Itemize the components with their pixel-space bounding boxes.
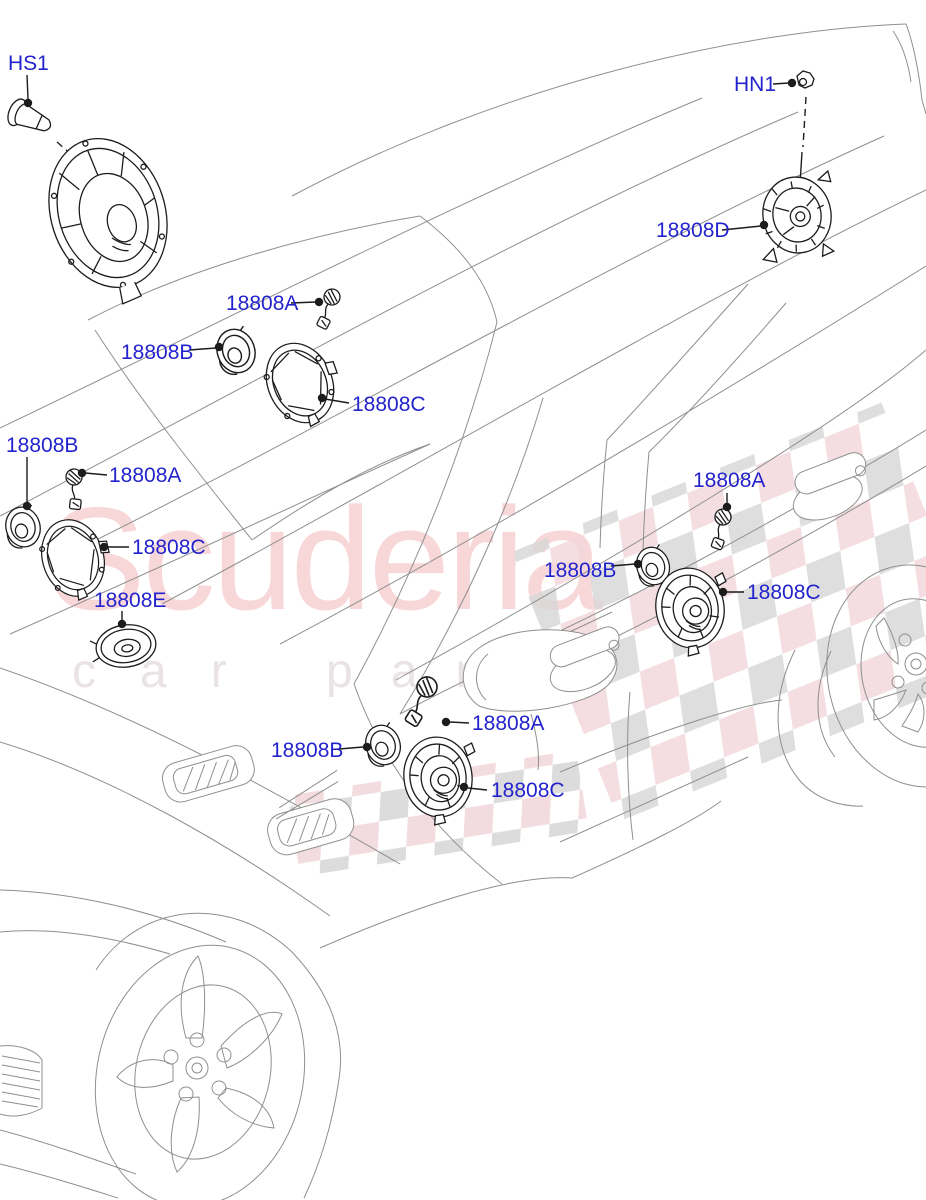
leader-b-right: [610, 563, 636, 567]
part-label-b-left: 18808B: [6, 434, 79, 457]
leader-dot-b-right: [633, 559, 643, 569]
front-door-handle: [549, 626, 620, 693]
tweeter-upper-part: [315, 286, 343, 332]
part-label-c-left: 18808C: [132, 536, 206, 559]
leader-a-upper: [290, 301, 317, 304]
leader-dot-hn1: [787, 78, 797, 88]
leader-b-upper: [188, 347, 217, 351]
small-speaker-left-part: [0, 502, 46, 552]
hn1-nut-part: [789, 70, 815, 89]
leader-d-rear: [721, 225, 762, 231]
part-label-a-upper: 18808A: [226, 292, 299, 315]
leader-c-upper: [324, 398, 350, 404]
leader-b-bottom: [338, 746, 364, 750]
part-label-e-left: 18808E: [94, 589, 167, 612]
watermark-brand: Scuderia: [48, 477, 603, 640]
leader-hs1: [26, 74, 29, 100]
tweeter-bottom-part: [402, 673, 441, 731]
leader-c-bottom: [467, 787, 488, 791]
leader-dot-c-right: [718, 587, 728, 597]
hood-vent: [161, 745, 255, 803]
woofer-part: [87, 620, 160, 673]
fender-vent: [267, 769, 355, 856]
checkered-flag-large: [510, 402, 926, 822]
part-label-a-bottom: 18808A: [472, 712, 545, 735]
part-label-c-upper: 18808C: [352, 393, 426, 416]
hs1-bolt-part: [7, 98, 52, 132]
leader-dot-hs1: [23, 98, 33, 108]
leader-a-bottom: [449, 721, 470, 724]
leader-dot-a-upper: [314, 297, 324, 307]
part-label-b-upper: 18808B: [121, 341, 194, 364]
part-label-c-right: 18808C: [747, 581, 821, 604]
leader-dot-a-bottom: [441, 717, 451, 727]
leader-dot-e-left: [117, 619, 127, 629]
hn1-assembly-dash: [802, 96, 807, 148]
part-label-b-right: 18808B: [544, 559, 617, 582]
subwoofer-part: [48, 137, 168, 305]
speaker-parts: [0, 70, 836, 829]
part-label-a-right: 18808A: [693, 469, 766, 492]
car-body-outline: [0, 23, 926, 1200]
leader-dot-c-left: [99, 542, 109, 552]
leader-dot-b-upper: [214, 342, 224, 352]
oval-speaker-upper-part: [253, 329, 355, 437]
leader-hn1: [772, 82, 790, 85]
leader-dot-c-upper: [317, 393, 327, 403]
leader-dot-c-bottom: [459, 782, 469, 792]
rear-quarter-speaker-part: [761, 169, 836, 264]
leader-dot-b-bottom: [362, 742, 372, 752]
part-label-hn1: HN1: [734, 73, 777, 96]
leader-dot-d-rear: [759, 220, 769, 230]
leader-a-left: [84, 472, 108, 476]
leader-dot-a-left: [77, 468, 87, 478]
part-label-c-bottom: 18808C: [491, 779, 565, 802]
part-label-a-left: 18808A: [109, 464, 182, 487]
part-label-hs1: HS1: [8, 52, 49, 75]
leader-dot-b-left: [22, 501, 32, 511]
leader-lines: [22, 74, 797, 792]
rear-door-handle: [792, 452, 867, 521]
part-label-b-bottom: 18808B: [271, 739, 344, 762]
leader-dot-a-right: [722, 502, 732, 512]
part-label-d-rear: 18808D: [656, 219, 730, 242]
